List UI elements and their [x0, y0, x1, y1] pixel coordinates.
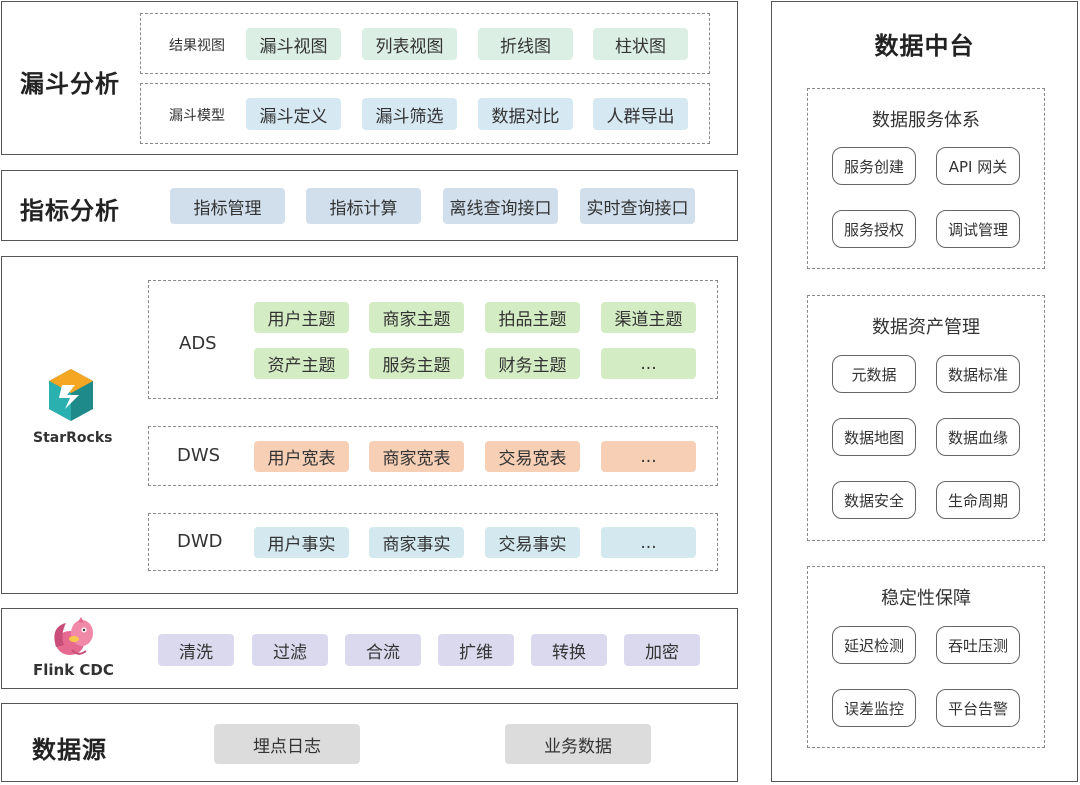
data-service-title: 数据服务体系: [872, 110, 980, 131]
user-topic-chip[interactable]: 用户主题: [254, 302, 349, 333]
data-platform-panel: 数据中台 数据服务体系 服务创建 API 网关 服务授权 调试管理 数据资产管理…: [771, 1, 1078, 782]
flink-cdc-logo-text: Flink CDC: [33, 661, 114, 679]
metadata-button[interactable]: 元数据: [832, 355, 916, 393]
data-source-title: 数据源: [32, 736, 107, 764]
data-asset-title: 数据资产管理: [872, 317, 980, 338]
encrypt-chip[interactable]: 加密: [624, 634, 700, 666]
asset-topic-chip[interactable]: 资产主题: [254, 348, 349, 379]
latency-detection-button[interactable]: 延迟检测: [832, 626, 916, 664]
merchant-fact-chip[interactable]: 商家事实: [369, 527, 464, 558]
user-wide-table-chip[interactable]: 用户宽表: [254, 441, 349, 472]
ads-label: ADS: [179, 333, 217, 354]
business-data-chip[interactable]: 业务数据: [505, 724, 651, 764]
list-view-chip[interactable]: 列表视图: [362, 28, 457, 60]
starrocks-logo-text: StarRocks: [33, 430, 113, 446]
finance-topic-chip[interactable]: 财务主题: [485, 348, 580, 379]
error-monitoring-button[interactable]: 误差监控: [832, 689, 916, 727]
data-asset-group: 数据资产管理 元数据 数据标准 数据地图 数据血缘 数据安全 生命周期: [807, 295, 1045, 541]
filter-chip[interactable]: 过滤: [252, 634, 328, 666]
funnel-model-row: 漏斗模型 漏斗定义 漏斗筛选 数据对比 人群导出: [140, 83, 710, 144]
service-create-button[interactable]: 服务创建: [832, 147, 916, 185]
data-service-group: 数据服务体系 服务创建 API 网关 服务授权 调试管理: [807, 88, 1045, 269]
starrocks-logo-icon: [49, 369, 93, 421]
starrocks-panel: StarRocks ADS 用户主题 商家主题 拍品主题 渠道主题 资产主题 服…: [1, 256, 738, 594]
metrics-analysis-title: 指标分析: [20, 197, 120, 225]
data-lineage-button[interactable]: 数据血缘: [936, 418, 1020, 456]
merchant-wide-table-chip[interactable]: 商家宽表: [369, 441, 464, 472]
user-fact-chip[interactable]: 用户事实: [254, 527, 349, 558]
service-topic-chip[interactable]: 服务主题: [369, 348, 464, 379]
flink-cdc-panel: Flink CDC 清洗 过滤 合流 扩维 转换 加密: [1, 608, 738, 689]
funnel-definition-chip[interactable]: 漏斗定义: [246, 98, 341, 130]
dws-label: DWS: [177, 445, 221, 466]
transform-chip[interactable]: 转换: [531, 634, 607, 666]
clean-chip[interactable]: 清洗: [158, 634, 234, 666]
merge-chip[interactable]: 合流: [345, 634, 421, 666]
data-platform-title: 数据中台: [874, 32, 975, 60]
dwd-label: DWD: [177, 531, 223, 552]
data-map-button[interactable]: 数据地图: [832, 418, 916, 456]
metrics-analysis-panel: 指标分析 指标管理 指标计算 离线查询接口 实时查询接口: [1, 170, 738, 241]
starrocks-logo: [45, 367, 97, 423]
funnel-model-label: 漏斗模型: [169, 108, 225, 124]
data-standard-button[interactable]: 数据标准: [936, 355, 1020, 393]
lifecycle-button[interactable]: 生命周期: [936, 481, 1020, 519]
metric-calculation-chip[interactable]: 指标计算: [306, 188, 421, 224]
stability-title: 稳定性保障: [881, 588, 971, 609]
throughput-test-button[interactable]: 吞吐压测: [936, 626, 1020, 664]
merchant-topic-chip[interactable]: 商家主题: [369, 302, 464, 333]
dws-layer: DWS 用户宽表 商家宽表 交易宽表 ...: [148, 426, 718, 486]
dwd-more-chip[interactable]: ...: [601, 527, 696, 558]
metric-management-chip[interactable]: 指标管理: [170, 188, 285, 224]
flink-logo: [50, 617, 98, 659]
tracking-log-chip[interactable]: 埋点日志: [214, 724, 360, 764]
result-view-label: 结果视图: [169, 38, 225, 54]
crowd-export-chip[interactable]: 人群导出: [593, 98, 688, 130]
squirrel-icon: [54, 617, 93, 655]
stability-group: 稳定性保障 延迟检测 吞吐压测 误差监控 平台告警: [807, 566, 1045, 748]
data-compare-chip[interactable]: 数据对比: [478, 98, 573, 130]
data-security-button[interactable]: 数据安全: [832, 481, 916, 519]
ads-layer: ADS 用户主题 商家主题 拍品主题 渠道主题 资产主题 服务主题 财务主题 .…: [148, 280, 718, 399]
auction-topic-chip[interactable]: 拍品主题: [485, 302, 580, 333]
service-auth-button[interactable]: 服务授权: [832, 210, 916, 248]
api-gateway-button[interactable]: API 网关: [936, 147, 1020, 185]
trade-wide-table-chip[interactable]: 交易宽表: [485, 441, 580, 472]
dimension-expand-chip[interactable]: 扩维: [438, 634, 514, 666]
data-source-panel: 数据源 埋点日志 业务数据: [1, 703, 738, 782]
funnel-filter-chip[interactable]: 漏斗筛选: [362, 98, 457, 130]
result-view-row: 结果视图 漏斗视图 列表视图 折线图 柱状图: [140, 13, 710, 74]
channel-topic-chip[interactable]: 渠道主题: [601, 302, 696, 333]
offline-query-api-chip[interactable]: 离线查询接口: [443, 188, 558, 224]
platform-alert-button[interactable]: 平台告警: [936, 689, 1020, 727]
realtime-query-api-chip[interactable]: 实时查询接口: [580, 188, 695, 224]
line-chart-chip[interactable]: 折线图: [478, 28, 573, 60]
funnel-analysis-title: 漏斗分析: [20, 70, 120, 98]
bar-chart-chip[interactable]: 柱状图: [593, 28, 688, 60]
debug-management-button[interactable]: 调试管理: [936, 210, 1020, 248]
dwd-layer: DWD 用户事实 商家事实 交易事实 ...: [148, 513, 718, 571]
ads-more-chip[interactable]: ...: [601, 348, 696, 379]
dws-more-chip[interactable]: ...: [601, 441, 696, 472]
funnel-analysis-panel: 漏斗分析 结果视图 漏斗视图 列表视图 折线图 柱状图 漏斗模型 漏斗定义 漏斗…: [1, 1, 738, 155]
trade-fact-chip[interactable]: 交易事实: [485, 527, 580, 558]
funnel-view-chip[interactable]: 漏斗视图: [246, 28, 341, 60]
